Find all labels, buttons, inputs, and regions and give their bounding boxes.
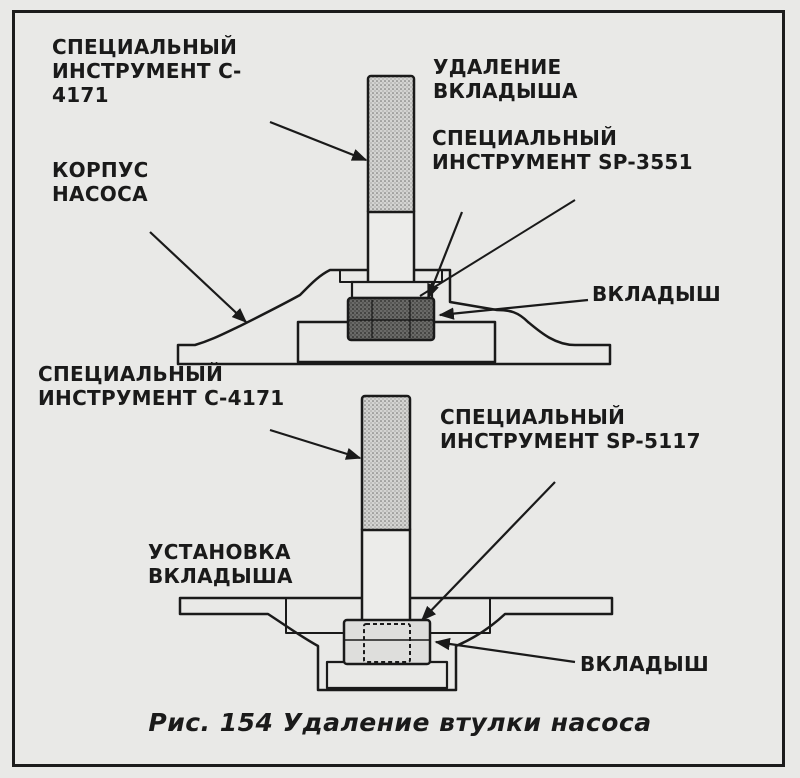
leader-bushing-bottom [434,637,576,664]
label-tool-sp3551: СПЕЦИАЛЬНЫЙ ИНСТРУМЕНТ SP-3551 [432,126,693,174]
bushing-bottom [363,623,411,663]
label-removal-title: УДАЛЕНИЕ ВКЛАДЫША [433,55,578,103]
leader-pump-body [149,231,248,324]
figure-caption: Рис. 154 Удаление втулки насоса [148,708,652,737]
leader-tool-sp3551 [426,211,464,300]
special-tool-sp5117 [342,618,432,666]
special-tool-c4171-bottom [360,394,412,624]
leader-tool-c4171-top [269,120,368,162]
bushing-top [346,296,436,342]
label-install-title: УСТАНОВКА ВКЛАДЫША [148,540,293,588]
label-tool-c4171-top: СПЕЦИАЛЬНЫЙ ИНСТРУМЕНТ С- 4171 [52,35,242,107]
leader-tool-c4171-bottom [269,428,362,460]
leader-tool-sp3551-b [419,199,576,297]
label-pump-body: КОРПУС НАСОСА [52,158,149,206]
label-bushing-top: ВКЛАДЫШ [592,282,722,306]
figure-frame [12,10,785,767]
label-bushing-bottom: ВКЛАДЫШ [580,652,710,676]
special-tool-c4171-top [366,74,416,298]
leader-tool-sp5117 [420,481,556,622]
label-tool-c4171-bottom: СПЕЦИАЛЬНЫЙ ИНСТРУМЕНТ С-4171 [38,362,285,410]
label-tool-sp5117: СПЕЦИАЛЬНЫЙ ИНСТРУМЕНТ SP-5117 [440,405,701,453]
leader-bushing-top [438,298,589,320]
